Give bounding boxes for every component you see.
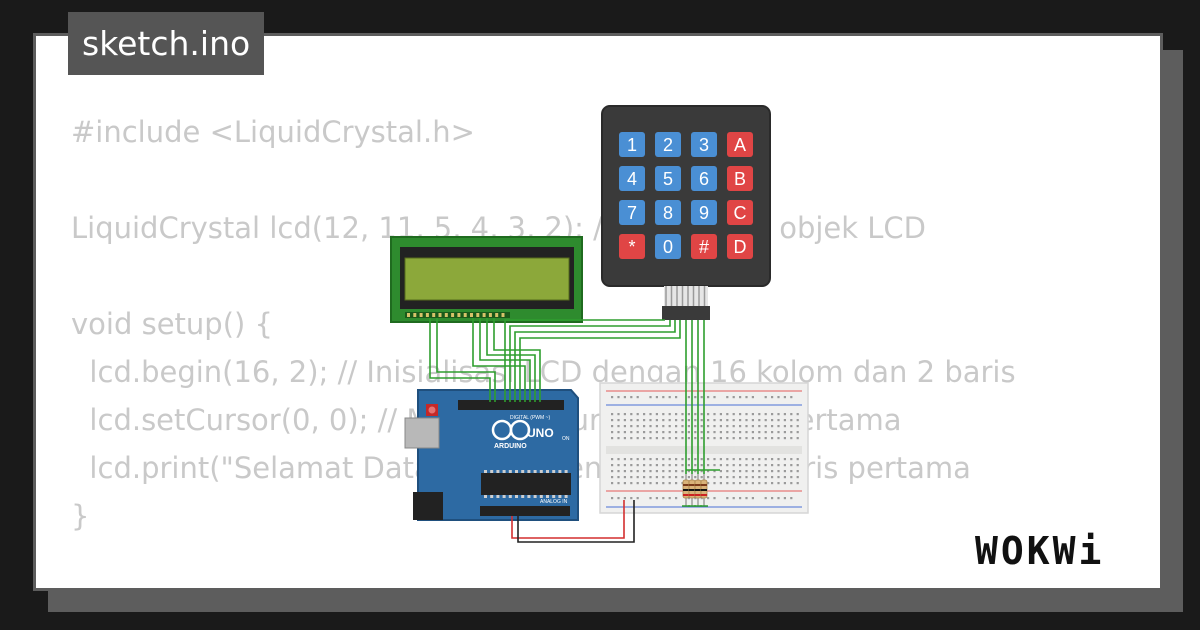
keypad-key-1[interactable]: 1 [619, 132, 645, 157]
keypad-key-3[interactable]: 3 [691, 132, 717, 157]
keypad-key-9[interactable]: 9 [691, 200, 717, 225]
keypad-key-label: 1 [627, 135, 637, 155]
keypad-key-6[interactable]: 6 [691, 166, 717, 191]
keypad-key-label: B [734, 169, 746, 189]
keypad[interactable]: 1 2 3 A 4 5 6 B 7 8 9 C * 0 # D [601, 105, 771, 287]
keypad-key-5[interactable]: 5 [655, 166, 681, 191]
resistors [682, 469, 720, 507]
keypad-key-label: * [628, 237, 635, 257]
wires-keypad [504, 319, 705, 474]
keypad-key-label: 0 [663, 237, 673, 257]
keypad-key-label: 3 [699, 135, 709, 155]
arduino-on-label: ON [562, 436, 570, 442]
keypad-key-B[interactable]: B [727, 166, 753, 191]
keypad-key-D[interactable]: D [727, 234, 753, 259]
keypad-connector [662, 286, 710, 320]
arduino-brand-label: ARDUINO [494, 443, 527, 450]
keypad-key-label: 5 [663, 169, 673, 189]
keypad-key-4[interactable]: 4 [619, 166, 645, 191]
wires-power [511, 500, 635, 543]
arduino-digital-label: DIGITAL (PWM ~) [510, 415, 550, 421]
keypad-key-label: D [734, 237, 747, 257]
arduino-uno[interactable]: UNO ARDUINO DIGITAL (PWM ~) ANALOG IN ON [404, 389, 579, 521]
file-title: sketch.ino [68, 12, 265, 75]
keypad-key-2[interactable]: 2 [655, 132, 681, 157]
keypad-key-label: 2 [663, 135, 673, 155]
lcd-display[interactable] [390, 236, 583, 323]
keypad-key-C[interactable]: C [727, 200, 753, 225]
keypad-key-#[interactable]: # [691, 234, 717, 259]
arduino-model-label: UNO [527, 426, 554, 440]
keypad-key-8[interactable]: 8 [655, 200, 681, 225]
keypad-key-0[interactable]: 0 [655, 234, 681, 259]
keypad-key-label: 4 [627, 169, 637, 189]
arduino-analog-label: ANALOG IN [540, 499, 568, 505]
keypad-key-7[interactable]: 7 [619, 200, 645, 225]
keypad-key-label: 7 [627, 203, 637, 223]
keypad-key-A[interactable]: A [727, 132, 753, 157]
keypad-key-label: 9 [699, 203, 709, 223]
keypad-key-label: A [734, 135, 746, 155]
wokwi-logo: WOKWi [975, 529, 1105, 573]
keypad-key-label: 6 [699, 169, 709, 189]
keypad-key-label: # [699, 237, 709, 257]
keypad-key-label: 8 [663, 203, 673, 223]
keypad-key-*[interactable]: * [619, 234, 645, 259]
keypad-key-label: C [734, 203, 747, 223]
